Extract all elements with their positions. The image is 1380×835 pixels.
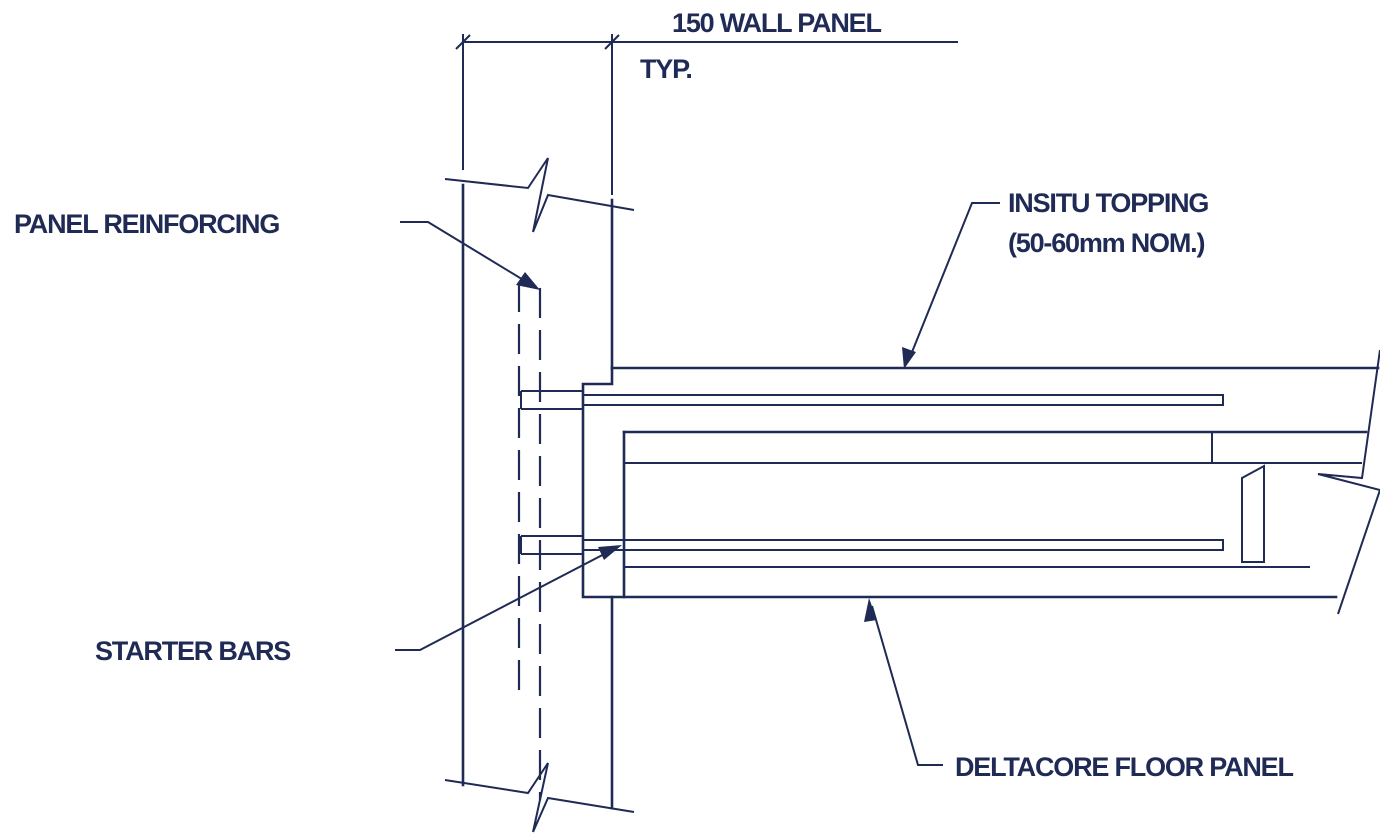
- leader-floor-panel: [864, 598, 943, 766]
- insitu-topping-label: INSITU TOPPING: [1008, 188, 1208, 218]
- leader-starter-bars: [395, 545, 622, 651]
- leader-insitu-topping: [902, 202, 1000, 369]
- panel-reinforcing-bars: [517, 282, 542, 800]
- floor-panel-label: DELTACORE FLOOR PANEL: [955, 752, 1293, 782]
- insitu-topping-thickness-label: (50-60mm NOM.): [1008, 228, 1204, 258]
- leader-panel-reinforcing: [400, 221, 540, 290]
- wall-panel: [444, 157, 635, 833]
- floor-assembly: [520, 349, 1380, 615]
- dimension-annotation: [455, 34, 958, 195]
- typical-label: TYP.: [640, 54, 692, 84]
- dimension-label: 150 WALL PANEL: [672, 8, 881, 38]
- starter-bars-label: STARTER BARS: [95, 636, 290, 666]
- panel-reinforcing-label: PANEL REINFORCING: [14, 209, 279, 239]
